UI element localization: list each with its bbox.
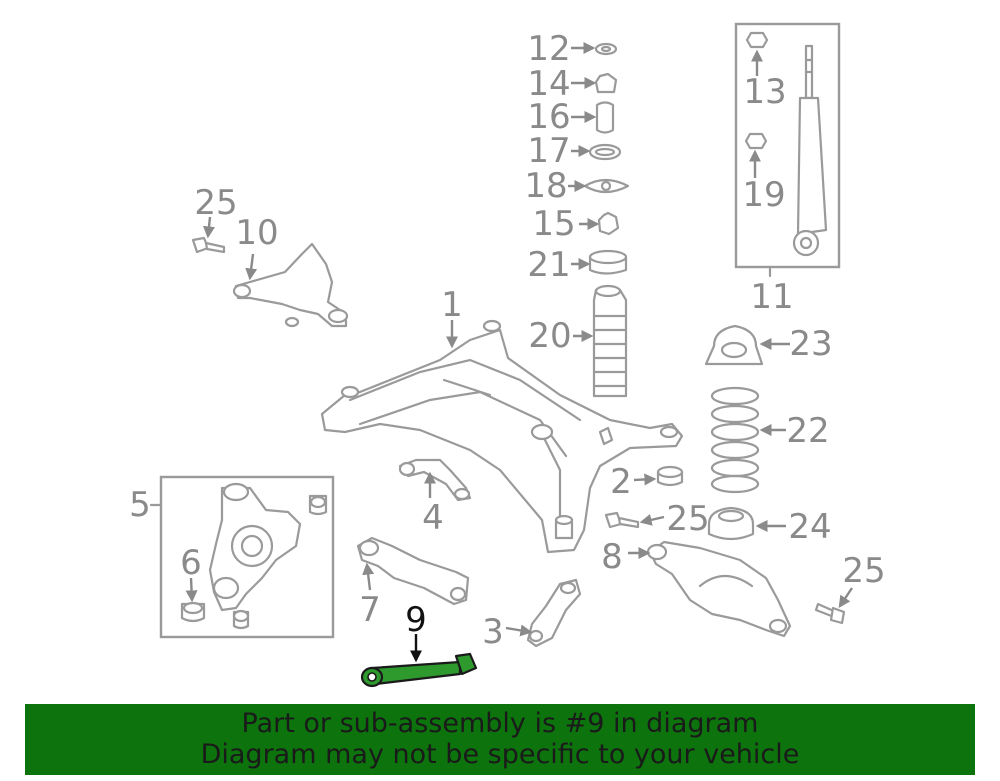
- callout-14: 14: [527, 64, 570, 104]
- knuckle-box: [159, 475, 335, 639]
- upper-arm-10[interactable]: [232, 242, 349, 328]
- callout-6: 6: [180, 543, 202, 583]
- lower-arm-body: [648, 540, 792, 638]
- callout-18: 18: [524, 166, 567, 206]
- coil-spring-22: [710, 386, 760, 494]
- link-7-body: [356, 536, 470, 606]
- lower-arm-8[interactable]: [628, 540, 792, 638]
- callout-22: 22: [786, 411, 829, 451]
- callout-12: 12: [527, 29, 570, 69]
- callout-7: 7: [359, 590, 381, 630]
- callout-3: 3: [482, 612, 504, 652]
- callout-5: 5: [129, 485, 151, 525]
- link-3[interactable]: [505, 578, 582, 648]
- coil-spring-group[interactable]: [704, 324, 790, 541]
- crossmember-body: [320, 328, 684, 554]
- shock-body: [796, 96, 828, 236]
- callout-23: 23: [789, 324, 832, 364]
- bolt-25-upper[interactable]: [191, 216, 226, 254]
- knuckle-assembly-5[interactable]: [149, 475, 335, 639]
- link-9-body: [370, 660, 462, 686]
- link-3-body: [526, 578, 582, 648]
- link-9-highlighted[interactable]: [360, 634, 478, 688]
- callout-17: 17: [527, 131, 570, 171]
- nut-13: [745, 31, 769, 49]
- callout-21: 21: [527, 245, 570, 285]
- callout-20: 20: [528, 316, 571, 356]
- bushing-16: [595, 101, 615, 134]
- banner-line-1: Part or sub-assembly is #9 in diagram: [241, 708, 759, 739]
- callout-13: 13: [743, 72, 786, 112]
- shock-absorber-assembly[interactable]: [734, 22, 841, 278]
- callout-19: 19: [742, 175, 785, 215]
- callout-25-right: 25: [842, 551, 885, 591]
- callout-25-upper: 25: [194, 183, 237, 223]
- callout-1: 1: [441, 285, 463, 325]
- callout-4: 4: [422, 498, 444, 538]
- nut-19: [744, 132, 768, 150]
- callout-25-middle: 25: [666, 499, 709, 539]
- shock-absorber-box: [734, 22, 841, 269]
- callout-9: 9: [405, 600, 427, 640]
- spring-mount-stack[interactable]: [568, 42, 630, 398]
- bushing-14: [594, 72, 618, 94]
- callout-24: 24: [788, 507, 831, 547]
- link-4[interactable]: [398, 458, 472, 502]
- crossmember-1[interactable]: [320, 319, 684, 554]
- link-7[interactable]: [356, 536, 470, 606]
- bolt-25-middle[interactable]: [604, 511, 665, 529]
- info-banner: Part or sub-assembly is #9 in diagram Di…: [25, 704, 975, 775]
- nut-15: [597, 211, 620, 236]
- bolt-25-right[interactable]: [814, 587, 853, 625]
- callout-2: 2: [610, 462, 632, 502]
- callout-16: 16: [527, 97, 570, 137]
- bushing-2[interactable]: [633, 465, 684, 487]
- callout-10: 10: [235, 213, 278, 253]
- callout-8: 8: [601, 537, 623, 577]
- callout-15: 15: [532, 204, 575, 244]
- link-4-body: [398, 458, 472, 502]
- banner-line-2: Diagram may not be specific to your vehi…: [200, 739, 800, 770]
- callout-11: 11: [750, 277, 793, 317]
